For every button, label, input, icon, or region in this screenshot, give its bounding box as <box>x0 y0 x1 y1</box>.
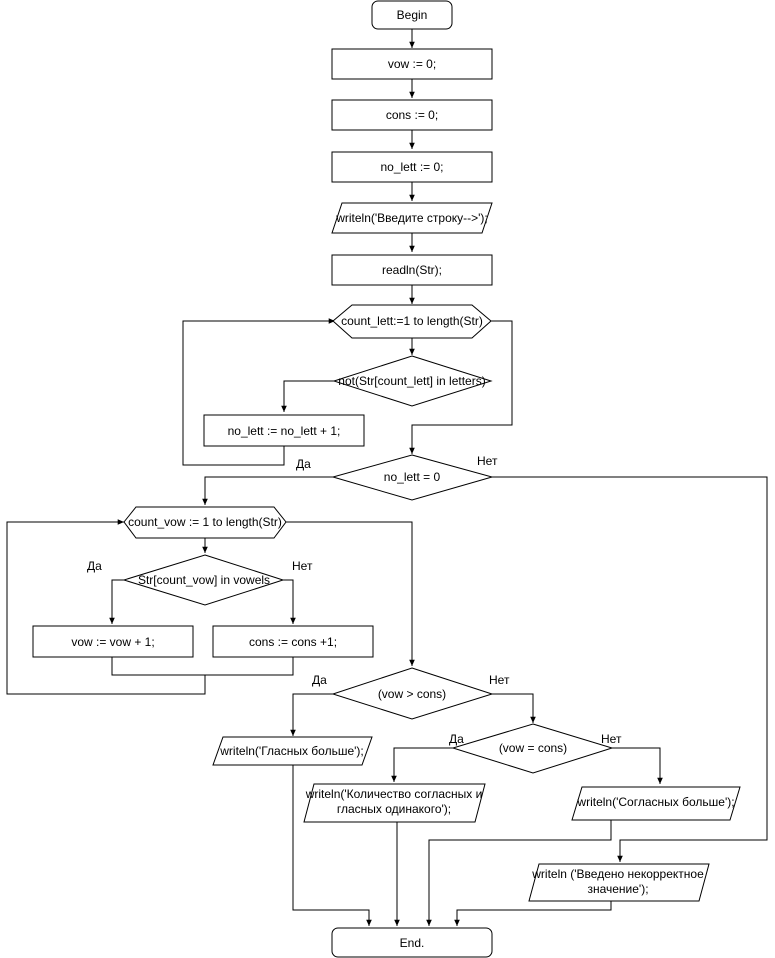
node-cons-init-text: cons := 0; <box>386 108 438 122</box>
node-end-text: End. <box>400 936 425 950</box>
node-no-lett-init: no_lett := 0; <box>331 151 493 183</box>
node-end: End. <box>331 927 493 958</box>
node-loop-letters: count_lett:=1 to length(Str) <box>332 304 492 339</box>
label-no-vowel: Нет <box>292 559 313 573</box>
node-out-equal: writeln('Количество согласных и гласных … <box>303 783 486 823</box>
node-read-input-text: readln(Str); <box>382 263 442 277</box>
node-out-invalid: writeln ('Введено некорректное значение'… <box>528 863 710 902</box>
node-check-vowel-text: Str[count_vow] in vowels <box>138 573 270 587</box>
node-out-consonants-more-text: writeln('Согласных больше'); <box>576 795 734 809</box>
node-out-invalid-line1: writeln ('Введено некорректное <box>531 867 704 881</box>
node-vow-init: vow := 0; <box>331 48 493 80</box>
label-yes-no-lett: Да <box>296 457 311 471</box>
label-yes-vowel: Да <box>87 559 102 573</box>
edges <box>6 29 768 926</box>
node-inc-no-lett-text: no_lett := no_lett + 1; <box>228 424 341 438</box>
node-out-equal-line1: writeln('Количество согласных и <box>305 787 483 801</box>
node-compare-gt: (vow > cons) <box>331 667 494 720</box>
node-check-no-lett-text: no_lett = 0 <box>384 470 441 484</box>
node-loop-letters-text: count_lett:=1 to length(Str) <box>341 314 483 328</box>
node-out-invalid-line2: значение'); <box>587 882 648 896</box>
node-compare-gt-text: (vow > cons) <box>378 687 446 701</box>
label-no-compare-gt: Нет <box>489 673 510 687</box>
node-compare-eq: (vow = cons) <box>451 723 614 774</box>
node-loop-vowels: count_vow := 1 to length(Str) <box>123 506 287 539</box>
node-out-equal-line2: гласных одинакого'); <box>337 802 451 816</box>
label-no-no-lett: Нет <box>477 454 498 468</box>
node-out-vowels-more-text: writeln('Гласных больше'); <box>219 744 364 758</box>
node-prompt-output: writeln('Введите строку-->'); <box>331 202 493 234</box>
node-check-vowel: Str[count_vow] in vowels <box>122 554 285 606</box>
node-compare-eq-text: (vow = cons) <box>499 741 567 755</box>
node-check-not-letter-text: not(Str[count_lett] in letters) <box>338 374 485 388</box>
node-loop-vowels-text: count_vow := 1 to length(Str) <box>128 515 282 529</box>
node-out-vowels-more: writeln('Гласных больше'); <box>212 736 373 766</box>
node-prompt-output-text: writeln('Введите строку-->'); <box>335 211 488 225</box>
node-vow-init-text: vow := 0; <box>388 57 436 71</box>
label-no-compare-eq: Нет <box>601 732 622 746</box>
node-begin-text: Begin <box>397 8 428 22</box>
node-inc-cons-text: cons := cons +1; <box>249 635 337 649</box>
node-cons-init: cons := 0; <box>331 99 493 131</box>
node-inc-vow: vow := vow + 1; <box>32 625 194 658</box>
label-yes-compare-gt: Да <box>312 673 327 687</box>
node-inc-cons: cons := cons +1; <box>212 625 374 658</box>
node-no-lett-init-text: no_lett := 0; <box>380 160 443 174</box>
node-read-input: readln(Str); <box>331 254 493 286</box>
node-check-not-letter: not(Str[count_lett] in letters) <box>332 355 493 407</box>
node-check-no-lett: no_lett = 0 <box>331 454 494 501</box>
node-inc-vow-text: vow := vow + 1; <box>71 635 154 649</box>
node-inc-no-lett: no_lett := no_lett + 1; <box>203 414 365 447</box>
node-begin: Begin <box>371 0 453 30</box>
node-out-consonants-more: writeln('Согласных больше'); <box>571 786 741 821</box>
label-yes-compare-eq: Да <box>449 732 464 746</box>
